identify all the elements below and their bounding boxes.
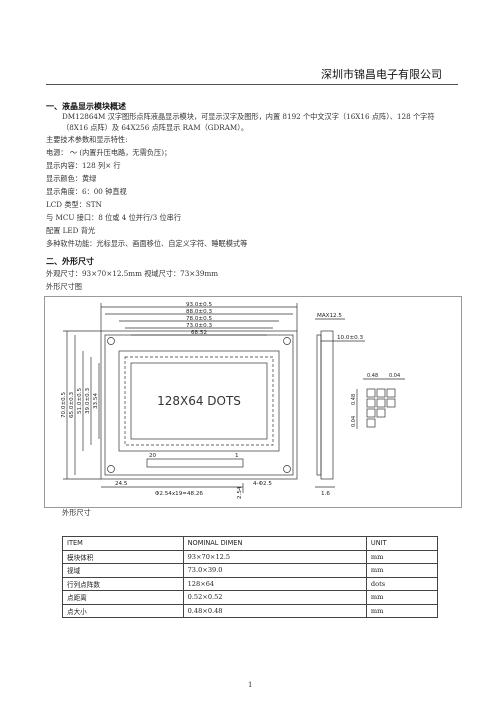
table-cell: 128×64 — [182, 576, 367, 591]
dim-label: 78.0±0.5 — [186, 316, 212, 322]
table-cell: mm — [365, 563, 439, 578]
table-row: 视域 73.0×39.0 mm — [62, 563, 439, 578]
dot-dim-label: 0.04 — [389, 373, 400, 379]
pcb-outline — [100, 330, 298, 480]
mount-hole — [107, 465, 115, 473]
table-cell: dots — [365, 576, 439, 591]
company-name: 深圳市锦昌电子有限公司 — [321, 68, 442, 81]
spec-line: 多种软件功能：光标显示、画面移位、自定义字符、睡眠模式等 — [46, 239, 248, 248]
table-header-row: ITEM NOMINAL DIMEN UNIT — [62, 536, 439, 551]
table-cell: 73.0×39.0 — [182, 563, 367, 578]
screen-text: 128X64 DOTS — [157, 394, 241, 408]
dot-dim-label: 0.48 — [367, 373, 378, 379]
spec-line: 显示内容：128 列× 行 — [46, 161, 121, 170]
table-cell: 点距离 — [62, 590, 184, 605]
screen-area — [130, 362, 268, 440]
dot-detail-grid — [356, 378, 405, 429]
dim-label: 93.0±0.5 — [186, 302, 212, 308]
dim-label: 39.0±0.3 — [85, 388, 91, 414]
mount-hole — [107, 337, 115, 345]
table-cell: 93×70×12.5 — [182, 549, 367, 564]
mount-hole — [283, 337, 291, 345]
header-rule — [46, 84, 458, 85]
table-header-cell: UNIT — [365, 536, 439, 551]
dim-label: 51.0±0.5 — [77, 388, 83, 414]
spec-line: 显示角度：6：00 钟直视 — [46, 187, 127, 196]
table-header-cell: ITEM — [62, 536, 184, 551]
dim-label: 68.52 — [191, 330, 207, 336]
table-cell: mm — [365, 549, 439, 564]
section1-title: 一、液晶显示模块概述 — [46, 102, 126, 111]
spec-line: LCD 类型：STN — [46, 200, 102, 209]
table-cell: 视域 — [62, 563, 184, 578]
mechanical-drawing: 128X64 DOTS 93.0±0.5 88.0±0.3 78.0±0.5 7… — [44, 296, 462, 508]
intro-text: DM12864M 汉字图形点阵液晶显示模块，可显示汉字及图形，内置 8192 个… — [62, 112, 435, 132]
dim-label: 88.0±0.3 — [186, 309, 212, 315]
mount-hole — [283, 465, 291, 473]
table-row: 模块体积 93×70×12.5 mm — [62, 549, 439, 564]
table-cell: 模块体积 — [62, 549, 184, 564]
dim-label: 33.54 — [93, 393, 99, 409]
table-cell: 0.52×0.52 — [182, 590, 367, 605]
section2-title: 二、外形尺寸 — [46, 257, 94, 266]
outline-drawing-svg: 128X64 DOTS 93.0±0.5 88.0±0.3 78.0±0.5 7… — [61, 302, 405, 499]
dim-label: 10.0±0.3 — [337, 335, 363, 341]
table-cell: mm — [365, 590, 439, 605]
dim-label: 1.6 — [321, 491, 330, 497]
pin-label: 1 — [235, 453, 239, 459]
spec-line: 主要技术参数和显示特性: — [46, 135, 128, 144]
table-cell: 点大小 — [62, 603, 184, 618]
spec-line: 与 MCU 接口：8 位或 4 位并行/3 位串行 — [46, 213, 182, 222]
pin-label: 20 — [149, 453, 157, 459]
table-caption: 外形尺寸 — [62, 508, 91, 517]
dimension-table: ITEM NOMINAL DIMEN UNIT 模块体积 93×70×12.5 … — [62, 536, 439, 618]
dim-label: 2.54 — [237, 486, 243, 499]
table-cell: mm — [365, 603, 439, 618]
bezel-outline — [118, 350, 280, 452]
dimensions-line: 外观尺寸：93×70×12.5mm 视域尺寸：73×39mm — [46, 269, 219, 278]
spec-line: 显示颜色：黄绿 — [46, 174, 97, 183]
dim-label: 70.0±0.5 — [61, 392, 67, 418]
side-view — [320, 330, 334, 480]
page-number: 1 — [248, 681, 253, 689]
dim-label: 4-Φ2.5 — [253, 481, 272, 487]
table-row: 行列点阵数 128×64 dots — [62, 576, 439, 591]
dot-dim-label: 0.48 — [351, 394, 357, 405]
table-row: 点距离 0.52×0.52 mm — [62, 590, 439, 605]
dim-label: 65.0±0.3 — [69, 392, 75, 418]
spec-line: 配置 LED 背光 — [46, 226, 96, 235]
dim-label: MAX12.5 — [317, 313, 342, 319]
drawing-caption: 外形尺寸图 — [46, 282, 82, 291]
dim-label: Φ2.54x19=48.26 — [155, 491, 203, 497]
spec-line: 电源： ～ (内置升压电路，无需负压)； — [46, 148, 172, 157]
table-cell: 0.48×0.48 — [182, 603, 367, 618]
dim-label: 24.5 — [115, 481, 128, 487]
section1-intro: DM12864M 汉字图形点阵液晶显示模块，可显示汉字及图形，内置 8192 个… — [46, 111, 460, 133]
table-row: 点大小 0.48×0.48 mm — [62, 603, 439, 618]
table-cell: 行列点阵数 — [62, 576, 184, 591]
table-header-cell: NOMINAL DIMEN — [182, 536, 367, 551]
dim-label: 73.0±0.3 — [186, 323, 212, 329]
dot-dim-label: 0.04 — [351, 416, 357, 427]
